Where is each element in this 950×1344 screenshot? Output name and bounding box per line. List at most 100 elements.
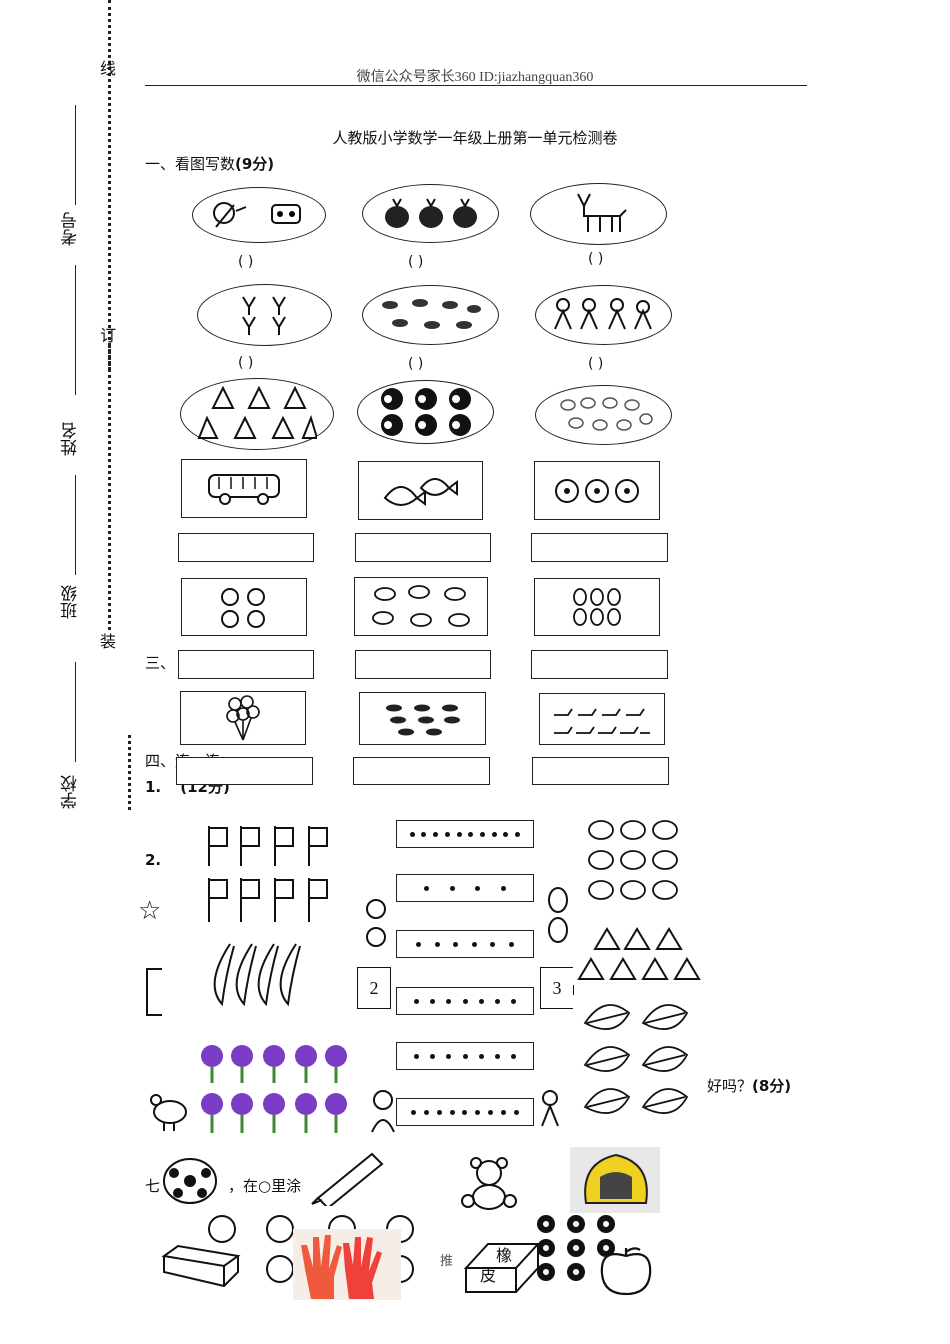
bananas-panel: [200, 938, 320, 1010]
bell-group-icon: [197, 385, 317, 439]
dot: [444, 831, 450, 837]
dot-card-2[interactable]: [396, 874, 534, 902]
oval-birds: [362, 285, 499, 345]
dot: [462, 1109, 468, 1115]
dot: [491, 831, 497, 837]
oval-toys: [192, 187, 326, 243]
dot-card-3[interactable]: [396, 930, 534, 958]
picture-fish: [358, 461, 483, 520]
dot: [414, 1053, 420, 1059]
picture-bus: [181, 459, 307, 518]
triangles-panel: [573, 925, 709, 985]
dot: [446, 1053, 452, 1059]
picture-ducks: [539, 693, 665, 745]
answer-paren-6[interactable]: ( ): [588, 356, 604, 372]
dot: [488, 1109, 494, 1115]
dot: [475, 885, 481, 891]
flags-panel: [195, 818, 355, 930]
answer-box-5[interactable]: [355, 650, 491, 679]
answer-box-4[interactable]: [178, 650, 314, 679]
flower-group-icon: [555, 478, 639, 503]
dot: [456, 831, 462, 837]
egg-group-icon: [573, 588, 621, 626]
partial-pear-icon: [540, 880, 574, 944]
bracket-shape: [146, 968, 162, 1016]
answer-box-3[interactable]: [531, 533, 668, 562]
balloon-icon: [226, 695, 260, 741]
dot: [514, 1109, 520, 1115]
dot: [471, 941, 477, 947]
oval-pineapples: [362, 184, 499, 243]
hen-icon: [146, 1090, 192, 1134]
dot-card-1[interactable]: [396, 820, 534, 848]
gloves-photo: [293, 1229, 401, 1300]
dot: [462, 998, 468, 1004]
dot: [423, 1109, 429, 1115]
picture-apples: [181, 578, 307, 636]
big-apple-icon: [598, 1244, 656, 1296]
dot: [446, 998, 452, 1004]
duck-group-icon: [554, 708, 650, 734]
ball-group-icon: [380, 388, 471, 436]
number-card-3[interactable]: 3: [540, 967, 574, 1009]
leaf-cluster-icon: [583, 1004, 689, 1114]
binding-dotted-line-mid: [108, 345, 111, 630]
picture-chickens: [354, 577, 488, 636]
dot: [510, 998, 516, 1004]
answer-box-7[interactable]: [176, 757, 313, 785]
dot: [462, 1053, 468, 1059]
small-fish-group-icon: [385, 704, 460, 735]
answer-paren-4[interactable]: ( ): [238, 355, 254, 371]
eraser-char-1: 橡: [496, 1246, 513, 1265]
binding-dotted-line: [108, 0, 111, 370]
answer-paren-2[interactable]: ( ): [408, 254, 424, 270]
dot-card-4[interactable]: [396, 987, 534, 1015]
answer-paren-5[interactable]: ( ): [408, 356, 424, 372]
school-label: 学校: [61, 775, 81, 809]
answer-paren-3[interactable]: ( ): [588, 251, 604, 267]
answer-box-2[interactable]: [355, 533, 491, 562]
dot-card-5[interactable]: [396, 1042, 534, 1070]
header-source: 微信公众号家长360 ID:jiazhangquan360: [356, 70, 594, 85]
number-card-2[interactable]: 2: [357, 967, 391, 1009]
backpack-icon: [570, 1147, 660, 1213]
answer-box-8[interactable]: [353, 757, 490, 785]
answer-box-9[interactable]: [532, 757, 669, 785]
name-label: 姓名: [61, 422, 81, 456]
section1-label: 一、看图写数: [145, 155, 236, 173]
dot: [478, 1053, 484, 1059]
oval-tulips: [197, 284, 332, 346]
oval-bells: [180, 378, 334, 450]
answer-paren-1[interactable]: ( ): [238, 254, 254, 270]
exam-no-underline: [75, 105, 76, 205]
oval-donkey: [530, 183, 667, 245]
star-icon: ☆: [138, 896, 162, 926]
eraser-icon: 橡 皮: [462, 1240, 542, 1296]
dot: [501, 1109, 507, 1115]
teddy-bear-icon: [456, 1155, 522, 1211]
fish-icon: [383, 477, 458, 506]
pineapple-group-icon: [384, 198, 477, 228]
flag-group-icon: [208, 826, 328, 922]
answer-box-1[interactable]: [178, 533, 314, 562]
section4-sub2-number: 2.: [145, 851, 162, 869]
oval-children: [535, 285, 672, 345]
dot-card-6[interactable]: [396, 1098, 534, 1126]
dot: [490, 941, 496, 947]
chicken-group-icon: [372, 584, 470, 627]
section1-score: (9分): [235, 155, 275, 173]
section6-score: (8分): [752, 1077, 792, 1095]
bus-icon: [208, 473, 280, 505]
push-text-fragment: 推: [440, 1254, 454, 1269]
binding-line-char: 线: [100, 59, 117, 78]
purple-flower-group-icon: [201, 1045, 347, 1133]
dot: [515, 831, 521, 837]
toy-top-icon: [213, 202, 247, 228]
oval-leaves: [535, 385, 672, 445]
dot: [449, 885, 455, 891]
picture-small-fish: [359, 692, 486, 745]
answer-box-6[interactable]: [531, 650, 668, 679]
apple-group-icon: [221, 588, 265, 628]
number-card-2-label: 2: [369, 977, 379, 998]
little-figure-icon: [538, 1088, 562, 1128]
